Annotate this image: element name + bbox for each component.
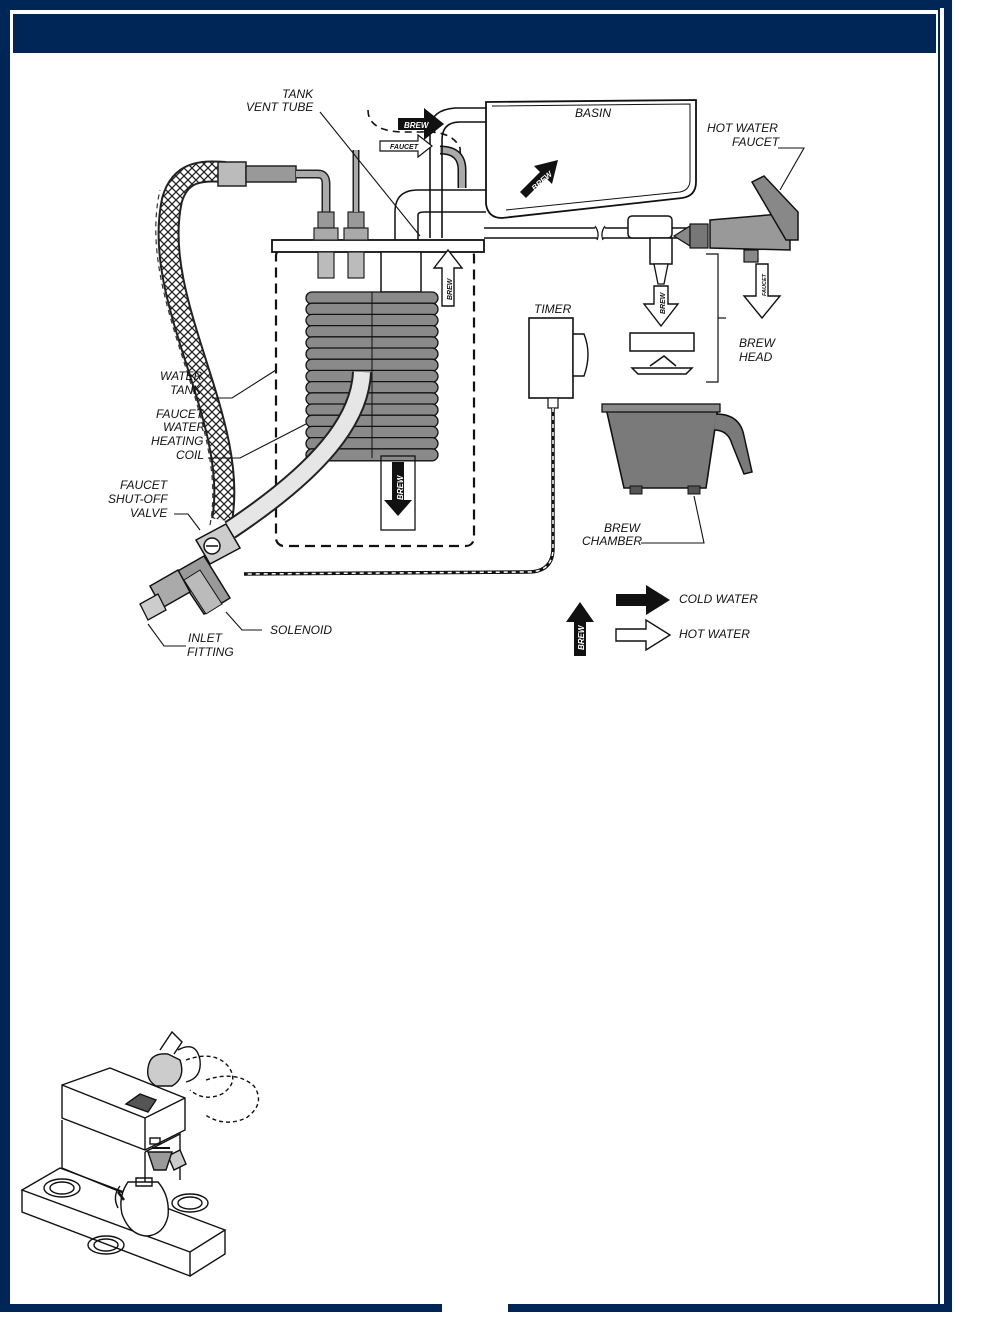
svg-text:WATER: WATER — [163, 420, 206, 434]
svg-text:VENT TUBE: VENT TUBE — [246, 100, 314, 114]
page-frame — [0, 0, 952, 1312]
header-bar — [13, 14, 936, 53]
timer — [243, 317, 589, 576]
svg-text:BREW: BREW — [447, 277, 454, 300]
legend-brew-arrow: BREW — [566, 602, 594, 656]
cold-water-arrow-brew-top: BREW — [398, 108, 444, 140]
svg-text:CHAMBER: CHAMBER — [582, 534, 642, 548]
svg-text:HEAD: HEAD — [739, 350, 773, 364]
label-tank-vent-tube: TANK — [282, 87, 314, 101]
solenoid — [174, 554, 232, 616]
label-timer: TIMER — [534, 302, 572, 316]
label-shutoff-valve: FAUCET — [120, 478, 169, 492]
shutoff-valve[interactable] — [194, 522, 242, 566]
label-solenoid: SOLENOID — [270, 623, 332, 637]
svg-text:TANK: TANK — [170, 383, 202, 397]
tank-fittings — [313, 150, 369, 279]
svg-text:VALVE: VALVE — [130, 506, 168, 520]
legend-hot-water-label: HOT WATER — [679, 627, 750, 641]
brew-chamber — [601, 403, 753, 495]
label-brew-chamber: BREW — [604, 521, 642, 535]
svg-text:BREW: BREW — [660, 291, 667, 314]
svg-text:BREW: BREW — [404, 121, 430, 130]
footer-bar-right — [508, 1304, 952, 1312]
supply-hose — [155, 160, 331, 526]
inlet-fitting — [139, 568, 192, 621]
hot-water-arrow-faucet-down: FAUCET — [742, 263, 782, 320]
svg-text:COIL: COIL — [176, 448, 204, 462]
footer-bar-left — [0, 1304, 442, 1312]
label-brew-head: BREW — [739, 336, 777, 350]
heating-coil — [305, 291, 439, 462]
label-faucet-coil: FAUCET — [156, 407, 205, 421]
hot-water-faucet[interactable] — [672, 175, 799, 263]
faucet-supply-line — [484, 215, 700, 285]
svg-text:FAUCET: FAUCET — [390, 144, 419, 151]
label-basin: BASIN — [575, 106, 611, 120]
coffee-brewer-illustration-icon — [20, 1030, 260, 1278]
tank-lid — [271, 239, 485, 253]
cold-water-arrow-brew-down-tank: BREW — [380, 455, 416, 531]
svg-text:HEATING: HEATING — [151, 434, 203, 448]
page-frame-inner — [8, 8, 940, 1306]
hot-water-arrow-brew-down-head: BREW — [642, 285, 680, 328]
legend-cold-water: COLD WATER — [616, 585, 758, 615]
tank-inner-pipe — [380, 251, 422, 293]
hot-water-arrow-faucet-top: FAUCET — [379, 133, 433, 159]
svg-text:FAUCET: FAUCET — [732, 135, 781, 149]
brew-head — [629, 253, 726, 383]
svg-text:SHUT-OFF: SHUT-OFF — [108, 492, 168, 506]
svg-text:FITTING: FITTING — [187, 645, 234, 659]
label-hot-water-faucet: HOT WATER — [707, 121, 778, 135]
label-water-tank: WATER — [160, 369, 203, 383]
legend-cold-water-label: COLD WATER — [679, 592, 758, 606]
svg-text:BREW: BREW — [396, 474, 405, 500]
legend: BREW COLD WATER HOT WATER — [566, 585, 758, 656]
water-tank — [274, 246, 476, 548]
label-inlet-fitting: INLET — [188, 631, 224, 645]
svg-text:BREW: BREW — [577, 624, 586, 650]
svg-text:FAUCET: FAUCET — [762, 273, 768, 296]
basin — [485, 99, 697, 219]
labels: TANK VENT TUBE BASIN HOT WATER FAUCET TI… — [108, 87, 781, 659]
leader-lines — [147, 111, 805, 647]
hot-water-arrow-brew-up: BREW — [432, 248, 464, 307]
legend-hot-water: HOT WATER — [615, 618, 750, 652]
